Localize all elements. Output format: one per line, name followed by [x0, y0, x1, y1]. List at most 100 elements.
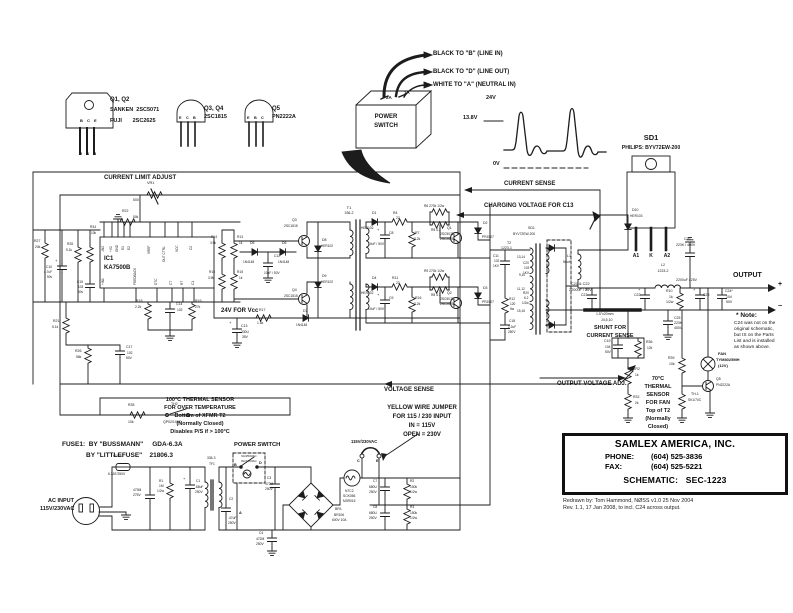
- component-label: C22: [634, 293, 641, 297]
- component-label: 1/2w: [666, 300, 674, 304]
- component-label: 27k: [195, 305, 201, 309]
- component-label: List and is installed: [734, 339, 775, 344]
- component-label: 2SC2625: [440, 237, 454, 241]
- component-label: A2: [663, 253, 671, 259]
- component-label: 13,14: [517, 255, 525, 259]
- component-label: 1A: [404, 90, 410, 95]
- component-label: 5.1k: [52, 325, 59, 329]
- component-label: 50V: [126, 356, 132, 360]
- component-label: 2SC2625: [440, 302, 454, 306]
- power-switch-box: [232, 452, 266, 484]
- component-label: Closed): [647, 424, 669, 430]
- company-name: SAMLEX AMERICA, INC.: [614, 439, 736, 450]
- component-label: R17: [259, 308, 266, 312]
- title-block: SAMLEX AMERICA, INC. PHONE: (604) 525-38…: [562, 433, 788, 495]
- component-label: R28: [67, 242, 74, 246]
- component-label: 50v: [47, 275, 53, 279]
- component-label: 223K: [674, 321, 683, 325]
- component-label: +: [55, 258, 58, 263]
- component-label: 1.5k: [257, 321, 264, 325]
- component-label: BR1: [335, 507, 342, 511]
- fax-label: FAX:: [605, 462, 623, 471]
- waveform-drawing: [483, 107, 607, 230]
- component-label: L1: [567, 254, 571, 258]
- component-label: C4: [259, 531, 264, 535]
- vcc-note: 24V FOR Vcc: [221, 308, 259, 314]
- component-label: 22: [396, 281, 400, 285]
- component-label: Q2: [447, 291, 452, 295]
- component-label: 120: [510, 302, 516, 306]
- legend-q3q4: Q3, Q4: [204, 106, 224, 112]
- component-label: OUT CTRL: [162, 246, 166, 262]
- component-label: 10uF / 50V: [264, 271, 280, 275]
- component-label: 104: [726, 295, 732, 299]
- component-label: 1N4148: [278, 260, 290, 264]
- component-label: 103: [524, 266, 530, 270]
- component-label: 4.7uF: [44, 270, 53, 274]
- component-label: B: [80, 118, 83, 123]
- component-label: 103: [78, 285, 84, 289]
- waveform-0v: 0V: [493, 161, 500, 167]
- component-label: KA7500B: [104, 265, 131, 271]
- jumper-note: YELLOW WIRE JUMPER: [387, 405, 457, 411]
- component-label: 1k: [239, 241, 243, 245]
- power-switch-label: POWER: [374, 114, 398, 120]
- component-label: R36: [646, 340, 653, 344]
- component-label: -IN2: [101, 245, 105, 252]
- voltage-sense-note: VOLTAGE SENSE: [383, 387, 435, 393]
- component-label: K: [649, 253, 653, 259]
- component-label: C10: [46, 265, 53, 269]
- component-label: Q3: [292, 218, 297, 222]
- component-label: C8: [373, 505, 378, 509]
- component-label: 1k: [635, 373, 639, 377]
- component-label: 10k: [91, 231, 97, 235]
- component-label: 1N4148: [243, 260, 255, 264]
- component-label: 1KV: [493, 264, 500, 268]
- component-label: B: [234, 463, 237, 467]
- output-voltage-adj-note: OUTPUT VOLTAGE ADJ.: [557, 381, 627, 387]
- component-label: C8: [389, 231, 394, 235]
- component-label: 2k: [635, 401, 639, 405]
- component-label: Bottom of XFMR T2: [174, 413, 226, 419]
- component-label: R16: [415, 296, 422, 300]
- component-label: C20: [523, 261, 529, 265]
- legend-q1q2: Q1, Q2: [110, 97, 130, 103]
- component-label: 223K / 400V: [676, 243, 696, 247]
- fuse-note: FUSE1: BY "BUSSMANN" GDA-6.3A: [62, 441, 183, 448]
- component-label: PR1507: [482, 300, 494, 304]
- note-title: * Note:: [736, 312, 757, 319]
- component-label: C3: [267, 476, 272, 480]
- component-label: R3: [410, 505, 415, 509]
- component-label: 6A/250VAC: [241, 454, 257, 458]
- component-label: C23: [703, 293, 710, 297]
- component-label: 336-3: [207, 456, 216, 460]
- component-label: R10: [666, 289, 673, 293]
- component-label: 250V: [265, 487, 273, 491]
- component-label: 10k: [669, 362, 675, 366]
- component-label: B: [254, 116, 257, 120]
- component-label: TH-1: [691, 392, 699, 396]
- component-label: 20k: [35, 245, 41, 249]
- component-label: C9: [389, 296, 394, 300]
- component-label: L2: [661, 263, 665, 267]
- component-label: 2.2k: [135, 305, 142, 309]
- component-label: 1.5"x20mm: [596, 312, 614, 316]
- component-label: D7: [303, 309, 308, 313]
- component-label: D: [259, 461, 262, 465]
- component-label: R16: [209, 270, 216, 274]
- component-label: 1M: [159, 484, 164, 488]
- component-label: FOR OVER TEMPERATURE: [164, 405, 236, 411]
- component-label: SCK056: [343, 494, 356, 498]
- component-label: 336-2: [344, 211, 354, 215]
- component-label: 472M: [265, 482, 274, 486]
- component-label: BR106: [334, 513, 345, 517]
- component-label: M3R016: [343, 499, 356, 503]
- component-label: SENSOR: [646, 392, 670, 398]
- component-label: C11: [493, 254, 499, 258]
- component-label: 150k: [410, 485, 418, 489]
- component-label: C1: [196, 479, 201, 483]
- component-label: FUSE1: [113, 454, 124, 458]
- component-label: C: [261, 116, 264, 120]
- component-label: 102: [494, 259, 500, 263]
- component-label: 102: [127, 351, 133, 355]
